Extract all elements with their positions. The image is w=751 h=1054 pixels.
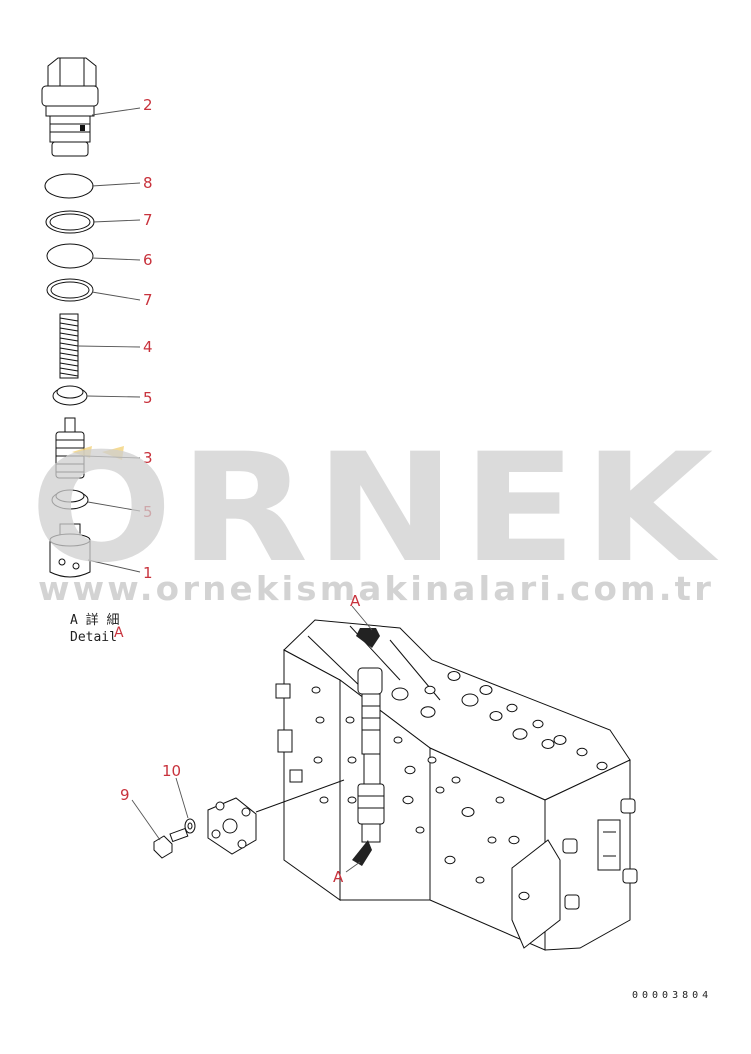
cover-washer-bolt: 10 9: [120, 762, 345, 859]
part-3-spool: [55, 417, 124, 479]
part-7-ring-upper: [45, 210, 95, 234]
part-6-disc: [46, 243, 94, 269]
watermark-url: www.ornekismakinalari.com.tr: [38, 569, 714, 608]
part-7-ring-lower: [46, 278, 94, 302]
callout-5-lower: 5: [143, 503, 153, 521]
detail-a-exploded-view: 2 8 7 6 7 4 5 3 5 1 A 詳 細 Detail A: [41, 57, 153, 645]
part-2-plug: [41, 57, 99, 157]
control-valve-assembly: A A: [275, 592, 638, 951]
callout-9: 9: [120, 786, 130, 804]
callout-8: 8: [143, 174, 153, 192]
view-marker-bottom: A: [333, 868, 344, 886]
part-8-disc: [44, 173, 94, 199]
callout-6: 6: [143, 251, 153, 269]
view-marker-top: A: [350, 592, 361, 610]
view-arrow-bottom: [352, 840, 372, 866]
detail-label-en: Detail: [70, 630, 117, 645]
document-number: 00003804: [632, 990, 712, 1001]
part-4-spring: [59, 313, 79, 379]
callout-7-upper: 7: [143, 211, 153, 229]
callout-5-upper: 5: [143, 389, 153, 407]
part-10-washer: [184, 818, 196, 834]
detail-leader-lines: [77, 107, 141, 573]
part-1-sleeve: [49, 523, 91, 578]
callout-2: 2: [143, 96, 153, 114]
callout-1: 1: [143, 564, 153, 582]
part-5-ring-upper: [52, 385, 88, 406]
view-arrow-top: [356, 628, 380, 648]
callout-4: 4: [143, 338, 153, 356]
callout-3: 3: [143, 449, 153, 467]
detail-label-jp: A 詳 細: [70, 612, 119, 628]
callout-10: 10: [162, 762, 181, 780]
callout-7-lower: 7: [143, 291, 153, 309]
assembled-spool: [357, 667, 385, 843]
part-5-ring-lower: [51, 489, 89, 510]
part-9-bolt: [153, 827, 189, 859]
watermark: ORNEK www.ornekismakinalari.com.tr: [30, 422, 720, 608]
detail-label-letter: A: [114, 625, 124, 641]
watermark-brand: ORNEK: [30, 422, 720, 596]
